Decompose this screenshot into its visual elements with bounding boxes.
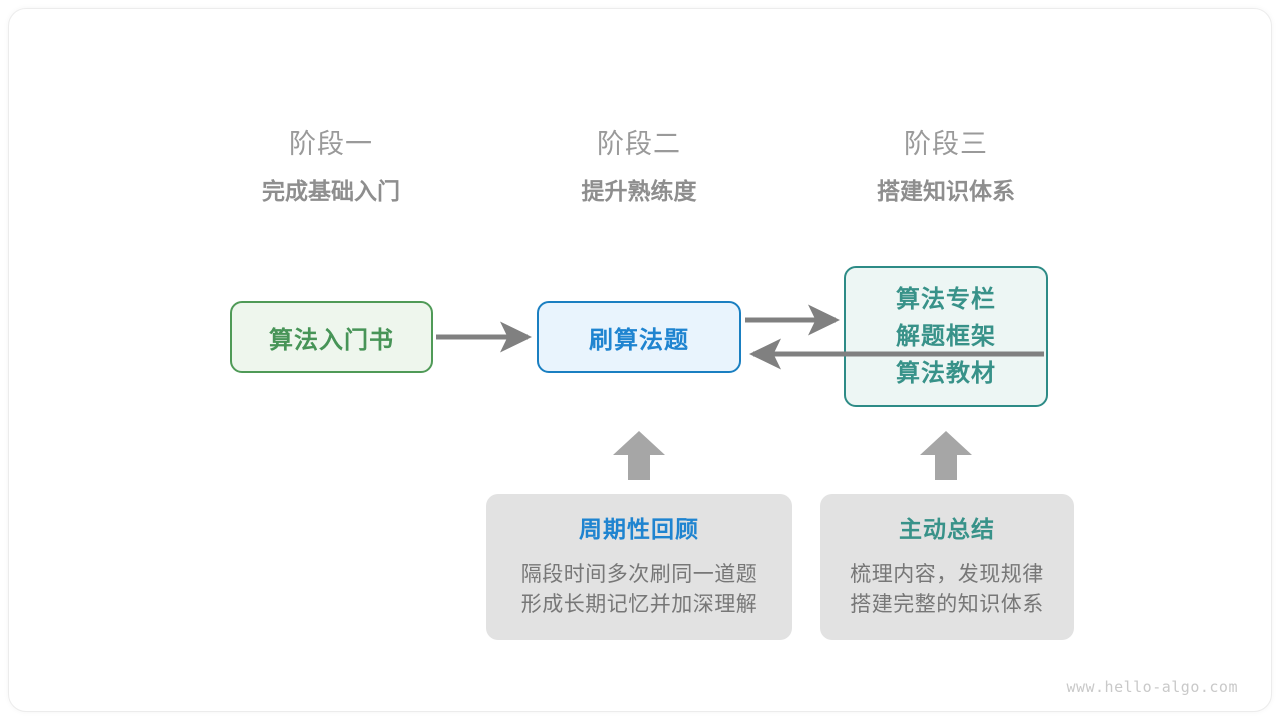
note-periodic-review[interactable]: 周期性回顾 隔段时间多次刷同一道题 形成长期记忆并加深理解 (486, 494, 792, 640)
note-periodic-review-body-line-2: 形成长期记忆并加深理解 (520, 593, 758, 616)
stage-subtitle-1: 完成基础入门 (262, 178, 400, 204)
node-practice-label: 刷算法题 (589, 326, 689, 354)
node-resources-line-3: 算法教材 (896, 360, 996, 387)
stage-header-2: 阶段二 提升熟练度 (519, 127, 759, 207)
node-resources-line-1: 算法专栏 (896, 286, 996, 313)
note-periodic-review-body-line-1: 隔段时间多次刷同一道题 (520, 563, 758, 586)
stage-header-3: 阶段三 搭建知识体系 (826, 127, 1066, 207)
stage-header-1: 阶段一 完成基础入门 (211, 127, 451, 207)
note-active-summary-body-line-2: 搭建完整的知识体系 (850, 593, 1044, 616)
note-active-summary-title: 主动总结 (899, 516, 995, 542)
stage-label-1: 阶段一 (289, 129, 373, 159)
node-intro-book-label: 算法入门书 (269, 326, 394, 354)
watermark: www.hello-algo.com (1066, 678, 1238, 696)
node-intro-book[interactable]: 算法入门书 (230, 301, 433, 373)
node-resources-line-2: 解题框架 (896, 323, 996, 350)
node-practice[interactable]: 刷算法题 (537, 301, 741, 373)
stage-subtitle-2: 提升熟练度 (581, 178, 697, 204)
note-active-summary-body-line-1: 梳理内容，发现规律 (850, 563, 1044, 586)
note-periodic-review-title: 周期性回顾 (579, 516, 699, 542)
stage-label-2: 阶段二 (597, 129, 681, 159)
node-resources[interactable]: 算法专栏 解题框架 算法教材 (844, 266, 1048, 407)
stage-subtitle-3: 搭建知识体系 (877, 178, 1015, 204)
note-active-summary[interactable]: 主动总结 梳理内容，发现规律 搭建完整的知识体系 (820, 494, 1074, 640)
stage-label-3: 阶段三 (904, 129, 988, 159)
